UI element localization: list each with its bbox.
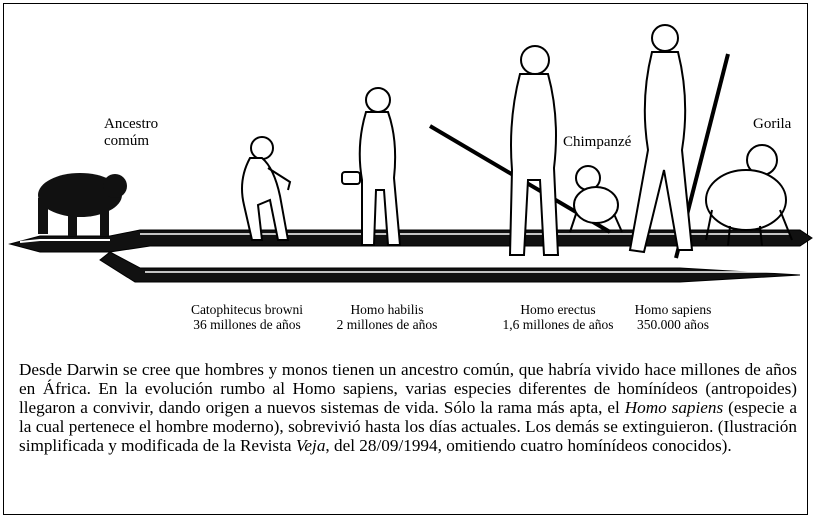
- gorilla-figure: [705, 144, 793, 247]
- chimp-label: Chimpanzé: [563, 134, 632, 150]
- homo-erectus-figure: [428, 45, 612, 256]
- timeline-age: 350.000 años: [637, 317, 709, 332]
- chimpanzee-figure: [569, 165, 623, 233]
- ancestor-figure: [38, 173, 127, 236]
- timeline-species: Catophitecus browni: [190, 302, 304, 317]
- timeline-species: Homo sapiens: [634, 302, 712, 317]
- timeline-species: Homo habilis: [350, 302, 424, 317]
- ancestor-label-line1: Ancestro: [104, 116, 159, 132]
- branch-road: [8, 229, 813, 283]
- ancestor-label: Ancestro comúm: [104, 116, 158, 150]
- gorilla-label: Gorila: [753, 116, 792, 132]
- caption-text-3: , del 28/09/1994, omitiendo cuatro homín…: [325, 436, 732, 455]
- homo-habilis-figure: [341, 87, 402, 246]
- timeline-species: Homo erectus: [520, 302, 596, 317]
- caption-text-1: Desde Darwin se cree que hombres y monos…: [19, 360, 797, 417]
- timeline-age: 36 millones de años: [193, 317, 301, 332]
- figure-border: [3, 3, 808, 515]
- caption-italic-veja: Veja: [295, 436, 326, 455]
- timeline-item-erectus: Homo erectus 1,6 millones de años: [493, 302, 623, 332]
- ancestor-label-line2: comúm: [104, 133, 149, 149]
- homo-sapiens-figure: [628, 24, 730, 259]
- timeline-age: 2 millones de años: [336, 317, 438, 332]
- caption-italic-homo-sapiens: Homo sapiens: [624, 398, 724, 417]
- figure-caption: Desde Darwin se cree que hombres y monos…: [19, 360, 797, 455]
- caption-text-2: (especie a la cual pertenece el hombre m…: [19, 398, 797, 455]
- timeline-item-catophitecus: Catophitecus browni 36 millones de años: [172, 302, 322, 332]
- catophitecus-figure: [241, 136, 292, 241]
- timeline-item-habilis: Homo habilis 2 millones de años: [328, 302, 446, 332]
- timeline-item-sapiens: Homo sapiens 350.000 años: [623, 302, 723, 332]
- timeline-age: 1,6 millones de años: [502, 317, 614, 332]
- evolution-illustration: [8, 24, 813, 283]
